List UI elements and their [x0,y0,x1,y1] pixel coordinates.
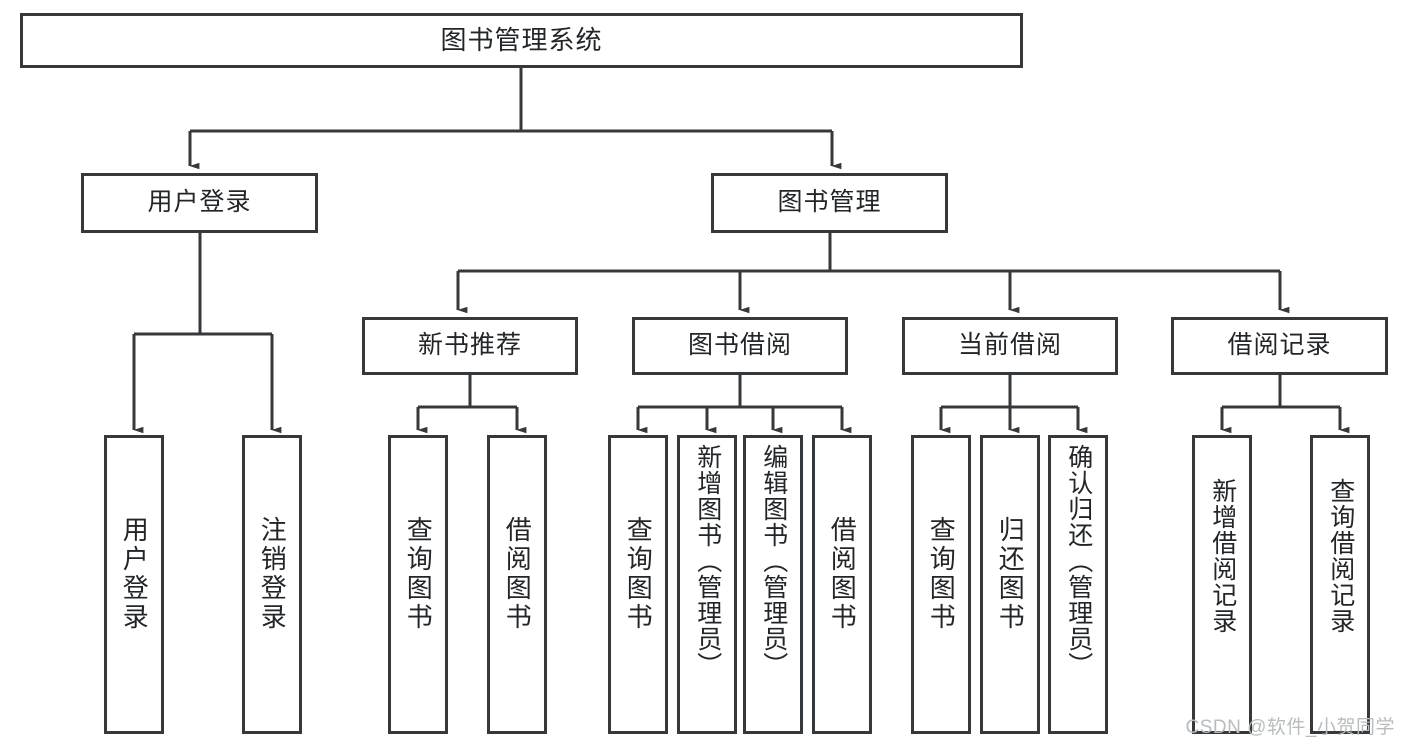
node-leaf-query-book-recommend[interactable]: 查询图书 [388,435,448,734]
node-user-login[interactable]: 用户登录 [81,173,318,233]
node-label: 归还图书 [995,516,1026,632]
node-label: 查询图书 [403,516,434,632]
node-label: 借阅图书 [502,516,533,632]
node-leaf-logout[interactable]: 注销登录 [242,435,302,734]
node-label: 查询借阅记录 [1326,478,1355,634]
node-label: 当前借阅 [957,331,1062,360]
node-leaf-query-book-borrow[interactable]: 查询图书 [608,435,668,734]
node-current-borrow[interactable]: 当前借阅 [902,317,1118,375]
node-leaf-borrow-book[interactable]: 借阅图书 [812,435,872,734]
node-label: 新增借阅记录 [1208,478,1237,634]
node-leaf-add-book-admin[interactable]: 新增图书（管理员） [677,435,737,734]
node-label: 编辑图书（管理员） [759,444,788,678]
node-label: 借阅记录 [1227,331,1332,360]
node-label: 用户登录 [147,188,252,217]
node-new-book-recommend[interactable]: 新书推荐 [362,317,578,375]
node-label: 借阅图书 [827,516,858,632]
node-leaf-edit-book-admin[interactable]: 编辑图书（管理员） [743,435,803,734]
node-leaf-add-borrow-record[interactable]: 新增借阅记录 [1192,435,1252,734]
node-root-system[interactable]: 图书管理系统 [20,13,1023,68]
node-label: 图书管理系统 [440,25,603,56]
node-label: 新增图书（管理员） [693,444,722,678]
node-leaf-query-borrow-record[interactable]: 查询借阅记录 [1310,435,1370,734]
node-label: 确认归还（管理员） [1064,444,1093,678]
node-label: 图书借阅 [687,331,792,360]
node-leaf-query-book-current[interactable]: 查询图书 [911,435,971,734]
node-book-management[interactable]: 图书管理 [711,173,948,233]
node-label: 图书管理 [777,188,882,217]
node-leaf-borrow-book-recommend[interactable]: 借阅图书 [487,435,547,734]
node-leaf-return-book[interactable]: 归还图书 [980,435,1040,734]
node-borrow-record[interactable]: 借阅记录 [1171,317,1388,375]
node-book-borrow[interactable]: 图书借阅 [632,317,848,375]
watermark: CSDN @软件_小贺同学 [1185,717,1395,738]
node-leaf-confirm-return-admin[interactable]: 确认归还（管理员） [1048,435,1108,734]
node-label: 注销登录 [257,516,288,632]
node-label: 新书推荐 [417,331,522,360]
node-label: 查询图书 [623,516,654,632]
node-label: 查询图书 [926,516,957,632]
node-leaf-user-login[interactable]: 用户登录 [104,435,164,734]
node-label: 用户登录 [119,516,150,632]
